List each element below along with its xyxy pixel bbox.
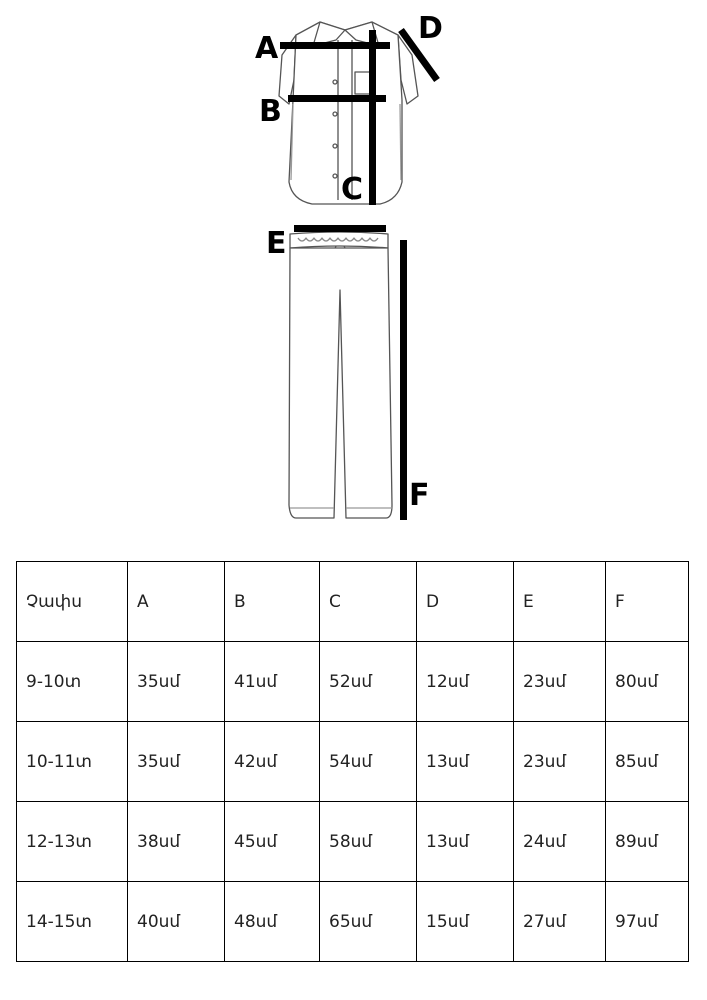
table-row: 14-15տ 40սմ 48սմ 65սմ 15սմ 27սմ 97սմ	[16, 881, 689, 962]
value-cell: 65սմ	[319, 881, 417, 962]
value-cell: 80սմ	[605, 641, 689, 722]
label-d: D	[418, 11, 443, 46]
label-a: A	[255, 31, 279, 66]
measure-line-b	[288, 95, 386, 102]
size-cell: 12-13տ	[16, 801, 128, 882]
value-cell: 15սմ	[416, 881, 514, 962]
value-cell: 89սմ	[605, 801, 689, 882]
value-cell: 45սմ	[224, 801, 320, 882]
size-cell: 9-10տ	[16, 641, 128, 722]
value-cell: 97սմ	[605, 881, 689, 962]
size-cell: 10-11տ	[16, 721, 128, 802]
size-cell: 14-15տ	[16, 881, 128, 962]
value-cell: 24սմ	[513, 801, 606, 882]
value-cell: 35սմ	[127, 721, 225, 802]
label-f: F	[409, 478, 430, 513]
value-cell: 41սմ	[224, 641, 320, 722]
header-cell: E	[513, 561, 606, 642]
value-cell: 13սմ	[416, 721, 514, 802]
measure-line-e	[294, 225, 386, 232]
value-cell: 52սմ	[319, 641, 417, 722]
label-c: C	[341, 172, 364, 207]
header-cell: F	[605, 561, 689, 642]
table-row: 9-10տ 35սմ 41սմ 52սմ 12սմ 23սմ 80սմ	[16, 641, 689, 722]
value-cell: 13սմ	[416, 801, 514, 882]
header-cell: C	[319, 561, 417, 642]
value-cell: 38սմ	[127, 801, 225, 882]
measure-line-f	[400, 240, 407, 520]
pants-drawing	[288, 231, 393, 519]
value-cell: 35սմ	[127, 641, 225, 722]
table-row: 10-11տ 35սմ 42սմ 54սմ 13սմ 23սմ 85սմ	[16, 721, 689, 802]
table-header-row: Չափս A B C D E F	[16, 561, 689, 642]
measurement-diagram: A B C D E F	[255, 11, 443, 520]
value-cell: 58սմ	[319, 801, 417, 882]
measure-line-d	[398, 27, 440, 83]
table-row: 12-13տ 38սմ 45սմ 58սմ 13սմ 24սմ 89սմ	[16, 801, 689, 882]
header-cell: Չափս	[16, 561, 128, 642]
measure-line-c	[369, 30, 376, 205]
value-cell: 40սմ	[127, 881, 225, 962]
label-b: B	[259, 94, 282, 129]
value-cell: 42սմ	[224, 721, 320, 802]
value-cell: 85սմ	[605, 721, 689, 802]
header-cell: B	[224, 561, 320, 642]
value-cell: 23սմ	[513, 721, 606, 802]
header-cell: D	[416, 561, 514, 642]
label-e: E	[266, 226, 287, 261]
value-cell: 12սմ	[416, 641, 514, 722]
garment-illustration	[278, 21, 440, 520]
measure-line-a	[280, 42, 390, 49]
size-chart-table: Չափս A B C D E F 9-10տ 35սմ 41սմ 52սմ 12…	[16, 561, 689, 962]
value-cell: 54սմ	[319, 721, 417, 802]
value-cell: 27սմ	[513, 881, 606, 962]
value-cell: 23սմ	[513, 641, 606, 722]
value-cell: 48սմ	[224, 881, 320, 962]
header-cell: A	[127, 561, 225, 642]
